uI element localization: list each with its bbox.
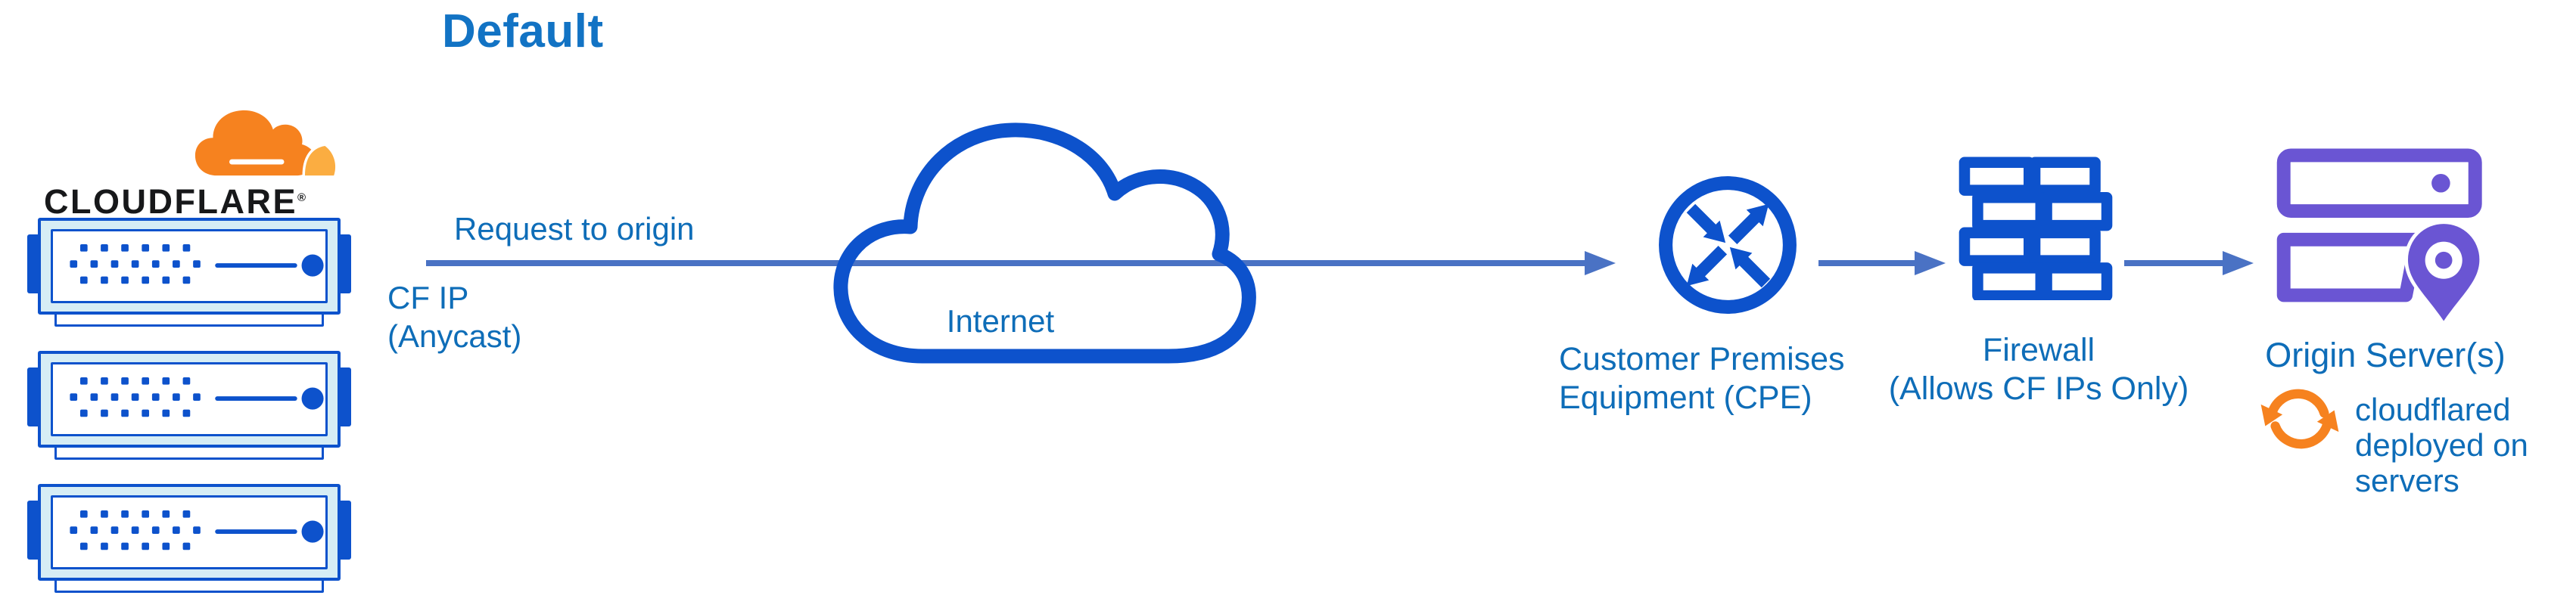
edge-server-icon — [27, 218, 351, 327]
diagram-title: Default — [442, 5, 604, 57]
request-to-origin-label: Request to origin — [454, 211, 695, 247]
cpe-label-line1: Customer Premises — [1559, 341, 1845, 377]
server-body — [38, 218, 341, 315]
cloudflared-note: cloudflared deployed on servers — [2355, 392, 2528, 498]
firewall-label-line1: Firewall — [1982, 332, 2095, 368]
flow-arrow-firewall-to-origin — [2124, 260, 2223, 266]
sync-icon — [2255, 384, 2344, 456]
cloudflare-wordmark: CLOUDFLARE® — [44, 182, 306, 221]
internet-label: Internet — [946, 303, 1055, 339]
firewall-label-line2: (Allows CF IPs Only) — [1888, 371, 2189, 407]
server-body — [38, 484, 341, 581]
server-body — [38, 351, 341, 448]
origin-servers-icon — [2275, 148, 2490, 330]
server-faceplate — [70, 377, 324, 417]
origin-servers-label: Origin Server(s) — [2265, 336, 2506, 374]
cloudflare-logo-cloud-icon — [192, 107, 341, 188]
edge-server-icon — [27, 484, 351, 593]
router-icon — [1652, 169, 1803, 324]
flow-arrow-cpe-to-firewall — [1818, 260, 1915, 266]
flow-arrow-request — [426, 260, 1585, 266]
registered-mark: ® — [297, 191, 306, 204]
cpe-label-line2: Equipment (CPE) — [1559, 380, 1812, 416]
edge-server-icon — [27, 351, 351, 460]
server-faceplate — [70, 243, 324, 284]
firewall-label: Firewall (Allows CF IPs Only) — [1875, 331, 2202, 408]
location-pin-icon — [2404, 220, 2484, 327]
cpe-label: Customer Premises Equipment (CPE) — [1559, 340, 1845, 417]
firewall-icon — [1958, 157, 2113, 304]
internet-cloud-icon — [823, 113, 1271, 377]
server-faceplate — [70, 510, 324, 550]
cf-ip-anycast-label: CF IP (Anycast) — [387, 280, 522, 354]
